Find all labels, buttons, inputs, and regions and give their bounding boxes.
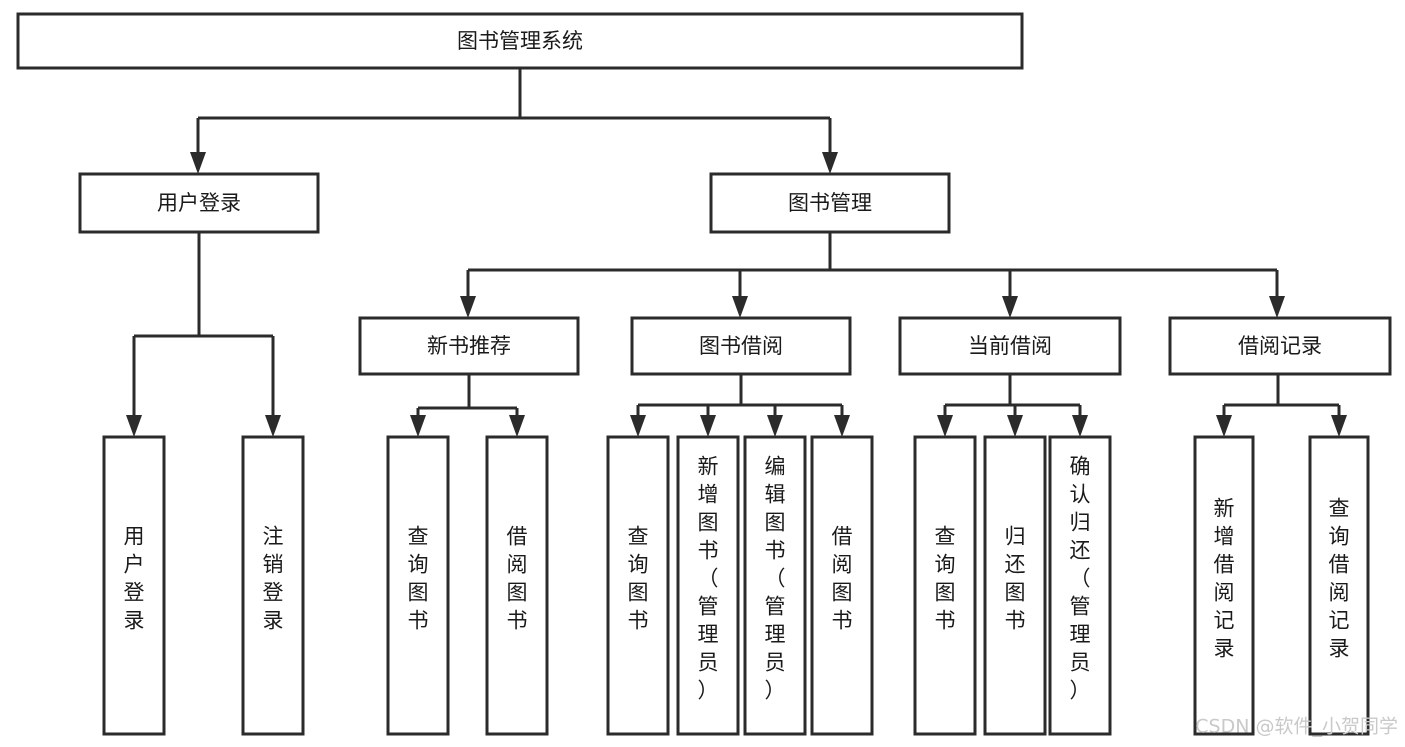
csdn-watermark: CSDN @软件_小贺同学	[1195, 716, 1398, 738]
arrow-head	[822, 152, 838, 174]
node-leaf-7[interactable]: 借阅图书	[810, 435, 874, 736]
node-box[interactable]	[810, 435, 874, 736]
node-label: 归还图书	[1005, 525, 1026, 633]
node-leaf-11[interactable]: 新增借阅记录	[1193, 435, 1255, 736]
node-box[interactable]	[241, 435, 305, 736]
node-box[interactable]	[630, 316, 852, 376]
node-box[interactable]	[983, 435, 1047, 736]
node-label: 查询图书	[628, 525, 649, 633]
node-box[interactable]	[1308, 435, 1370, 736]
connector-root-to-level1	[198, 68, 830, 120]
node-box[interactable]	[16, 12, 1024, 70]
node-label: 借阅记录	[1238, 334, 1322, 358]
node-leaf-1[interactable]: 注销登录	[241, 435, 305, 736]
arrow-head	[460, 296, 476, 318]
connector-record-to-leaves	[1224, 374, 1339, 407]
arrow-head	[1269, 296, 1285, 318]
node-layer: 图书管理系统用户登录图书管理新书推荐图书借阅当前借阅借阅记录用户登录注销登录查询…	[16, 12, 1392, 736]
node-label: 借阅图书	[832, 525, 853, 633]
node-level2-1[interactable]: 图书借阅	[630, 316, 852, 376]
node-root-book-management-system[interactable]: 图书管理系统	[16, 12, 1024, 70]
node-level1-1[interactable]: 图书管理	[709, 172, 951, 234]
node-label: 查询借阅记录	[1329, 497, 1350, 661]
node-leaf-4[interactable]: 查询图书	[606, 435, 670, 736]
connector-borrow-to-leaves	[638, 374, 842, 407]
node-box[interactable]	[358, 316, 580, 376]
connector-userlogin-to-leaves	[134, 232, 273, 338]
node-leaf-6[interactable]: 编辑图书（管理员）	[743, 435, 807, 736]
connector-bookmgmt-to-level2	[468, 232, 1277, 272]
arrow-head	[1216, 415, 1232, 437]
node-label: 图书借阅	[699, 334, 783, 358]
node-label: 借阅图书	[507, 525, 528, 633]
node-box[interactable]	[386, 435, 450, 736]
node-leaf-10[interactable]: 确认归还（管理员）	[1048, 435, 1112, 736]
connector-layer	[126, 68, 1347, 437]
node-label: 用户登录	[157, 191, 241, 215]
node-box[interactable]	[913, 435, 977, 736]
arrow-head	[630, 415, 646, 437]
arrow-head	[190, 152, 206, 174]
node-label: 图书管理系统	[457, 29, 583, 53]
node-label: 新增图书（管理员）	[698, 455, 719, 703]
node-box[interactable]	[743, 435, 807, 736]
node-box[interactable]	[606, 435, 670, 736]
node-label: 用户登录	[124, 525, 145, 633]
node-level2-3[interactable]: 借阅记录	[1168, 316, 1392, 376]
node-leaf-5[interactable]: 新增图书（管理员）	[676, 435, 740, 736]
connector-current-to-leaves	[945, 374, 1080, 407]
arrow-head	[1331, 415, 1347, 437]
node-label: 当前借阅	[968, 334, 1052, 358]
node-label: 查询图书	[408, 525, 429, 633]
node-leaf-9[interactable]: 归还图书	[983, 435, 1047, 736]
node-label: 新增借阅记录	[1214, 497, 1235, 661]
node-level1-0[interactable]: 用户登录	[78, 172, 320, 234]
arrow-head	[1072, 415, 1088, 437]
node-leaf-12[interactable]: 查询借阅记录	[1308, 435, 1370, 736]
arrow-head	[834, 415, 850, 437]
node-box[interactable]	[1048, 435, 1112, 736]
connector-newbook-to-leaves	[418, 374, 517, 410]
arrow-head	[265, 415, 281, 437]
arrow-head	[732, 296, 748, 318]
node-leaf-3[interactable]: 借阅图书	[485, 435, 549, 736]
arrow-head	[509, 415, 525, 437]
node-level2-2[interactable]: 当前借阅	[898, 316, 1122, 376]
node-leaf-8[interactable]: 查询图书	[913, 435, 977, 736]
node-box[interactable]	[1168, 316, 1392, 376]
arrow-head	[767, 415, 783, 437]
node-box[interactable]	[1193, 435, 1255, 736]
node-box[interactable]	[898, 316, 1122, 376]
node-box[interactable]	[102, 435, 166, 736]
node-box[interactable]	[485, 435, 549, 736]
arrow-head	[410, 415, 426, 437]
arrow-head	[937, 415, 953, 437]
node-label: 新书推荐	[427, 334, 511, 358]
node-leaf-0[interactable]: 用户登录	[102, 435, 166, 736]
arrow-head	[1007, 415, 1023, 437]
node-label: 编辑图书（管理员）	[765, 455, 786, 703]
node-label: 确认归还（管理员）	[1070, 455, 1091, 703]
node-level2-0[interactable]: 新书推荐	[358, 316, 580, 376]
arrow-head	[1002, 296, 1018, 318]
node-box[interactable]	[676, 435, 740, 736]
node-box[interactable]	[78, 172, 320, 234]
arrow-head	[700, 415, 716, 437]
arrow-head	[126, 415, 142, 437]
node-leaf-2[interactable]: 查询图书	[386, 435, 450, 736]
node-label: 图书管理	[788, 191, 872, 215]
node-label: 查询图书	[935, 525, 956, 633]
node-label: 注销登录	[263, 525, 284, 633]
node-box[interactable]	[709, 172, 951, 234]
